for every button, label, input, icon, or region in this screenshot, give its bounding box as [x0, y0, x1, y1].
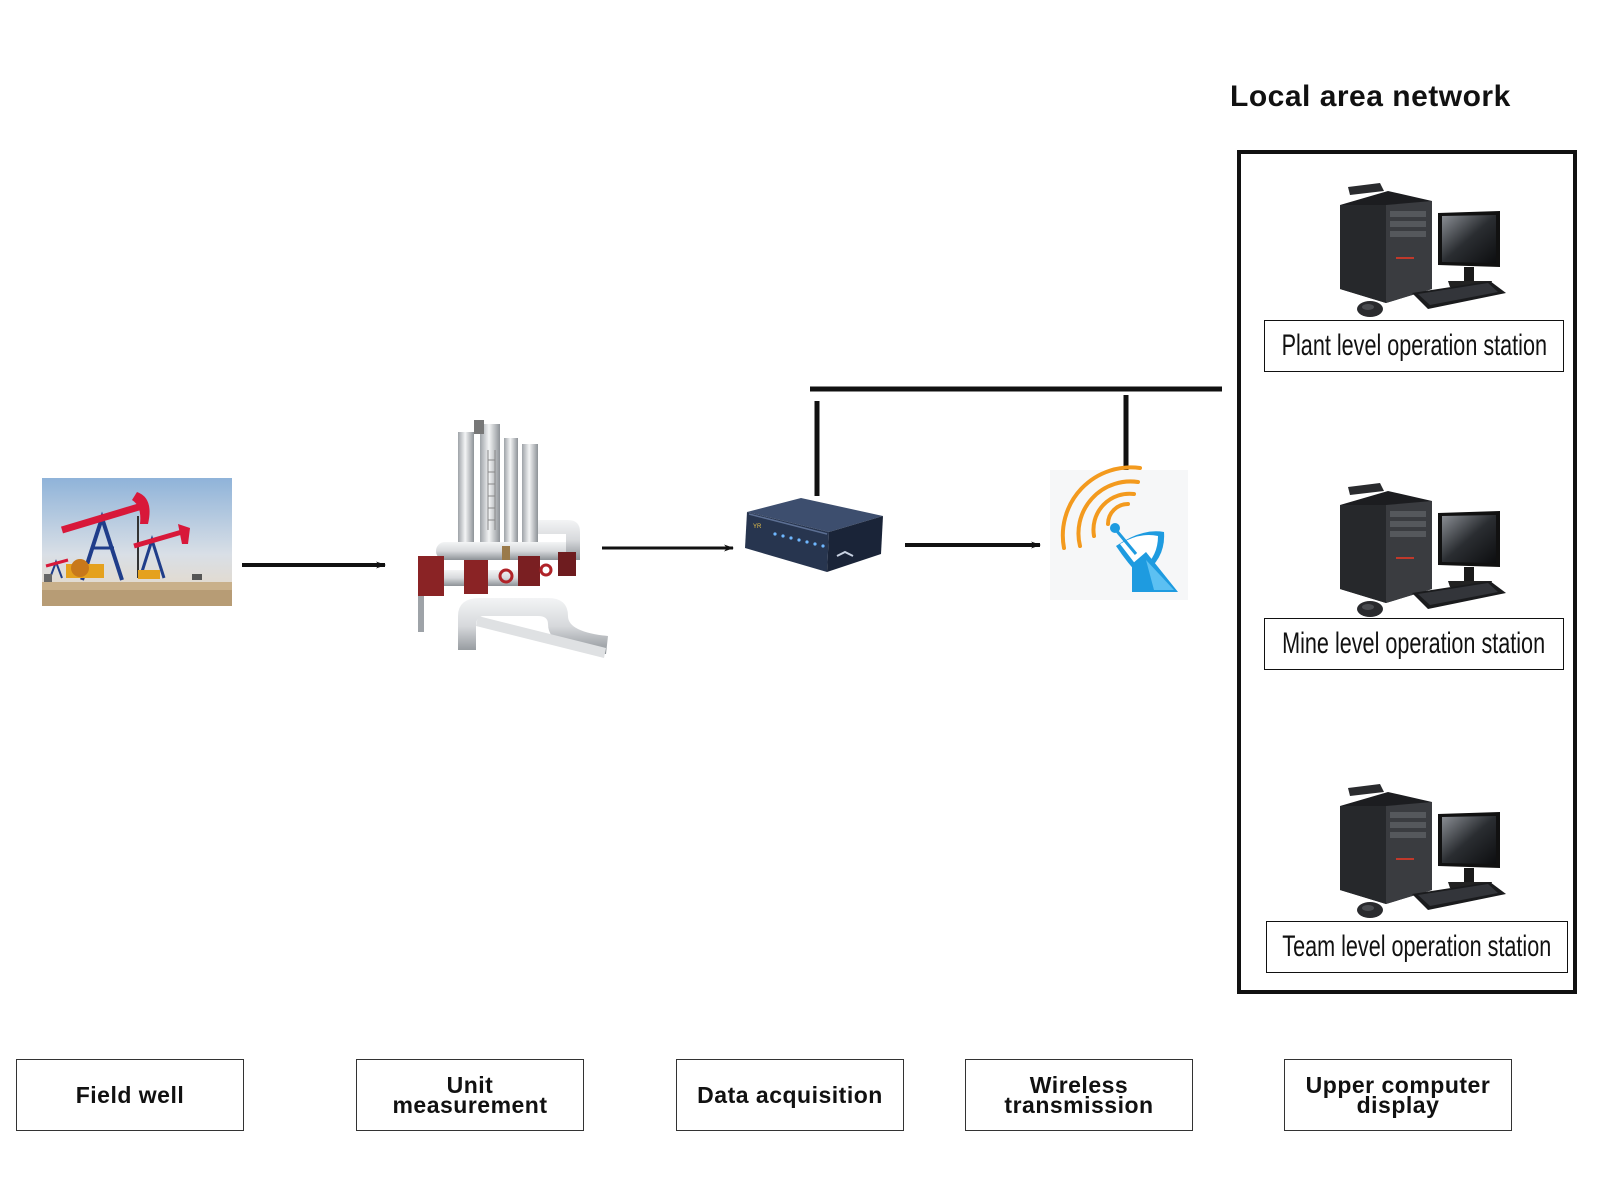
wireless-antenna-icon — [1050, 465, 1188, 600]
plant-station-label: Plant level operation station — [1264, 320, 1564, 372]
lan-box — [1237, 150, 1577, 994]
step-upper-computer-display-line1: Upper computer — [1305, 1072, 1491, 1098]
mine-station-label-text: Mine level operation station — [1282, 627, 1546, 660]
step-wireless-transmission-line2: transmission — [1004, 1092, 1154, 1118]
lan-title: Local area network — [1230, 80, 1511, 113]
step-upper-computer-display-line2: display — [1356, 1092, 1440, 1118]
team-station-label-text: Team level operation station — [1282, 930, 1552, 963]
step-data-acquisition: Data acquisition — [676, 1059, 904, 1131]
step-wireless-transmission-line1: Wireless — [1029, 1072, 1129, 1098]
plant-station-label-text: Plant level operation station — [1281, 329, 1547, 362]
pipeline-metering-icon — [418, 420, 608, 658]
step-wireless-transmission: Wireless transmission — [965, 1059, 1193, 1131]
step-field-well-line1: Field well — [75, 1082, 185, 1108]
step-unit-measurement: Unit measurement — [356, 1059, 584, 1131]
mine-station-label: Mine level operation station — [1264, 618, 1564, 670]
step-unit-measurement-line1: Unit — [446, 1072, 494, 1098]
svg-text:YR: YR — [753, 524, 762, 530]
team-station-label: Team level operation station — [1266, 921, 1568, 973]
oil-pumpjack-icon — [42, 478, 232, 606]
data-acquisition-device-icon: YR — [745, 498, 883, 572]
step-upper-computer-display: Upper computer display — [1284, 1059, 1512, 1131]
step-unit-measurement-line2: measurement — [392, 1092, 548, 1118]
step-data-acquisition-line1: Data acquisition — [697, 1082, 883, 1108]
step-field-well: Field well — [16, 1059, 244, 1131]
